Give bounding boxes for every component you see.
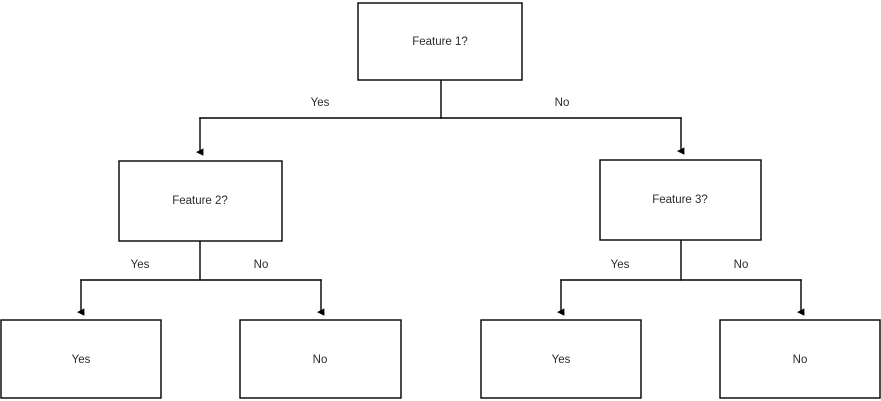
edge-label-root-yes: Yes [311, 97, 330, 109]
node-feature-2[interactable]: Feature 2? [118, 160, 283, 242]
node-leaf-4[interactable]: No [719, 319, 881, 399]
node-leaf-4-box[interactable] [719, 319, 881, 399]
node-leaf-2-label: No [313, 354, 328, 366]
node-leaf-1[interactable]: Yes [0, 319, 162, 399]
node-leaf-3-label: Yes [552, 354, 571, 366]
node-leaf-1-box[interactable] [0, 319, 162, 399]
node-feature-2-box[interactable] [118, 160, 283, 242]
node-leaf-4-label: No [793, 354, 808, 366]
node-leaf-2-box[interactable] [239, 319, 402, 399]
node-root-label: Feature 1? [412, 36, 468, 48]
node-feature-3[interactable]: Feature 3? [599, 159, 762, 241]
edge-group-right [556, 239, 805, 316]
node-root[interactable]: Feature 1? [357, 2, 523, 81]
node-feature-3-label: Feature 3? [652, 194, 708, 206]
edge-group-root [195, 79, 685, 156]
edge-group-left [76, 240, 325, 316]
node-feature-3-box[interactable] [599, 159, 762, 241]
node-leaf-3-box[interactable] [480, 319, 642, 399]
edge-label-root-no: No [555, 97, 570, 109]
node-leaf-1-label: Yes [72, 354, 91, 366]
node-leaf-2[interactable]: No [239, 319, 402, 399]
edge-label-right-yes: Yes [611, 259, 630, 271]
node-leaf-3[interactable]: Yes [480, 319, 642, 399]
edge-label-left-no: No [254, 259, 269, 271]
node-feature-2-label: Feature 2? [172, 195, 228, 207]
node-root-box[interactable] [357, 2, 523, 81]
edge-label-right-no: No [734, 259, 749, 271]
edge-label-left-yes: Yes [131, 259, 150, 271]
